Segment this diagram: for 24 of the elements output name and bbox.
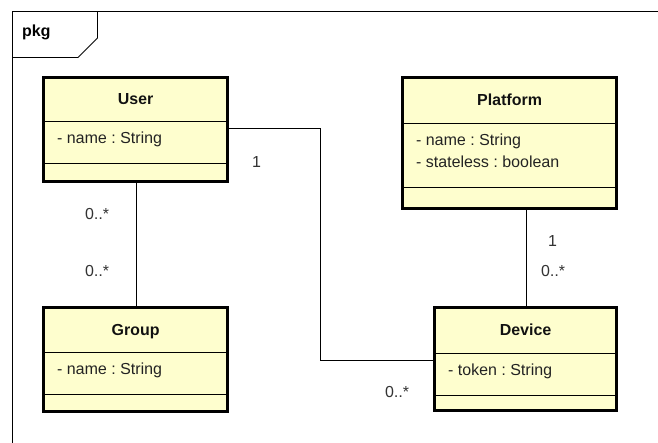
attribute-text: - name : String — [57, 360, 163, 380]
attribute-text: - name : String — [416, 131, 522, 151]
association-line — [526, 210, 527, 306]
class-box — [42, 76, 229, 183]
class-box — [42, 306, 229, 413]
association-line — [136, 182, 137, 306]
attribute-text: - token : String — [448, 361, 554, 381]
association-line — [228, 128, 434, 361]
package-name: pkg — [22, 23, 50, 41]
multiplicity-label: 0..* — [541, 263, 566, 281]
multiplicity-label: 1 — [252, 154, 261, 172]
package-frame — [12, 11, 658, 443]
multiplicity-label: 0..* — [385, 384, 410, 402]
attribute-text: - name : String — [57, 129, 163, 149]
class-box — [401, 76, 618, 210]
class-name: Group — [112, 322, 160, 340]
multiplicity-label: 0..* — [85, 206, 110, 224]
class-box — [433, 306, 618, 412]
class-name: Device — [500, 322, 552, 340]
class-name: Platform — [477, 92, 542, 110]
class-name: User — [118, 91, 154, 109]
multiplicity-label: 1 — [548, 233, 557, 251]
multiplicity-label: 0..* — [85, 263, 110, 281]
attribute-text: - stateless : boolean — [416, 153, 560, 173]
